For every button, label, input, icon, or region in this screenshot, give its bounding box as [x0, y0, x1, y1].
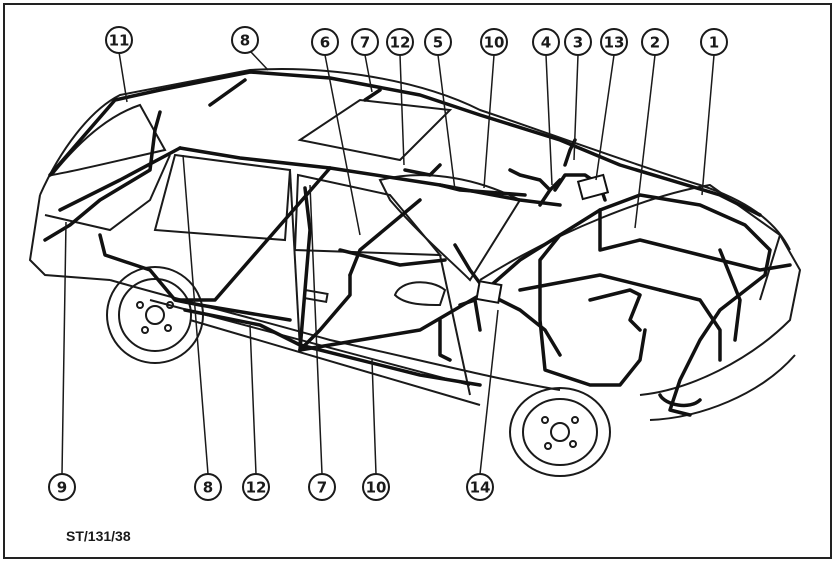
- callout-14: 14: [466, 473, 494, 501]
- front-wheel: [509, 387, 611, 477]
- callout-9: 9: [48, 473, 76, 501]
- callout-11: 11: [105, 26, 133, 54]
- callout-label: 12: [246, 479, 267, 497]
- callout-label: 13: [604, 34, 625, 52]
- callout-13: 13: [600, 28, 628, 56]
- callout-label: 7: [360, 34, 370, 52]
- callout-label: 5: [433, 34, 443, 52]
- callout-label: 6: [320, 34, 330, 52]
- callout-12-bottom: 12: [242, 473, 270, 501]
- callout-label: 9: [57, 479, 67, 497]
- callout-7-bottom: 7: [308, 473, 336, 501]
- callout-label: 7: [317, 479, 327, 497]
- callouts-bottom: 9 8 12 7 10 14: [48, 473, 494, 501]
- callout-2: 2: [641, 28, 669, 56]
- callout-3: 3: [564, 28, 592, 56]
- callout-4: 4: [532, 28, 560, 56]
- fuse-box: [475, 173, 610, 304]
- callout-12-top: 12: [386, 28, 414, 56]
- callout-label: 12: [390, 34, 411, 52]
- callout-label: 1: [709, 34, 719, 52]
- callout-8-top: 8: [231, 26, 259, 54]
- callout-7-top: 7: [351, 28, 379, 56]
- callout-label: 4: [541, 34, 551, 52]
- callout-10-top: 10: [480, 28, 508, 56]
- callout-10-bottom: 10: [362, 473, 390, 501]
- callout-8-bottom: 8: [194, 473, 222, 501]
- callout-leaders: [61, 51, 715, 475]
- callout-label: 10: [484, 34, 505, 52]
- callout-1: 1: [700, 28, 728, 56]
- callout-label: 14: [470, 479, 491, 497]
- reference-code: ST/131/38: [66, 528, 131, 544]
- callout-6: 6: [311, 28, 339, 56]
- rear-wheel: [106, 266, 204, 364]
- callout-label: 8: [203, 479, 213, 497]
- callouts-top: 11 8 6 7 12 5 10 4 3 13 2 1: [105, 26, 728, 56]
- callout-label: 8: [240, 32, 250, 50]
- callout-label: 3: [573, 34, 583, 52]
- callout-label: 10: [366, 479, 387, 497]
- callout-label: 11: [109, 32, 130, 50]
- callout-5: 5: [424, 28, 452, 56]
- callout-label: 2: [650, 34, 660, 52]
- diagram-frame: [3, 3, 832, 559]
